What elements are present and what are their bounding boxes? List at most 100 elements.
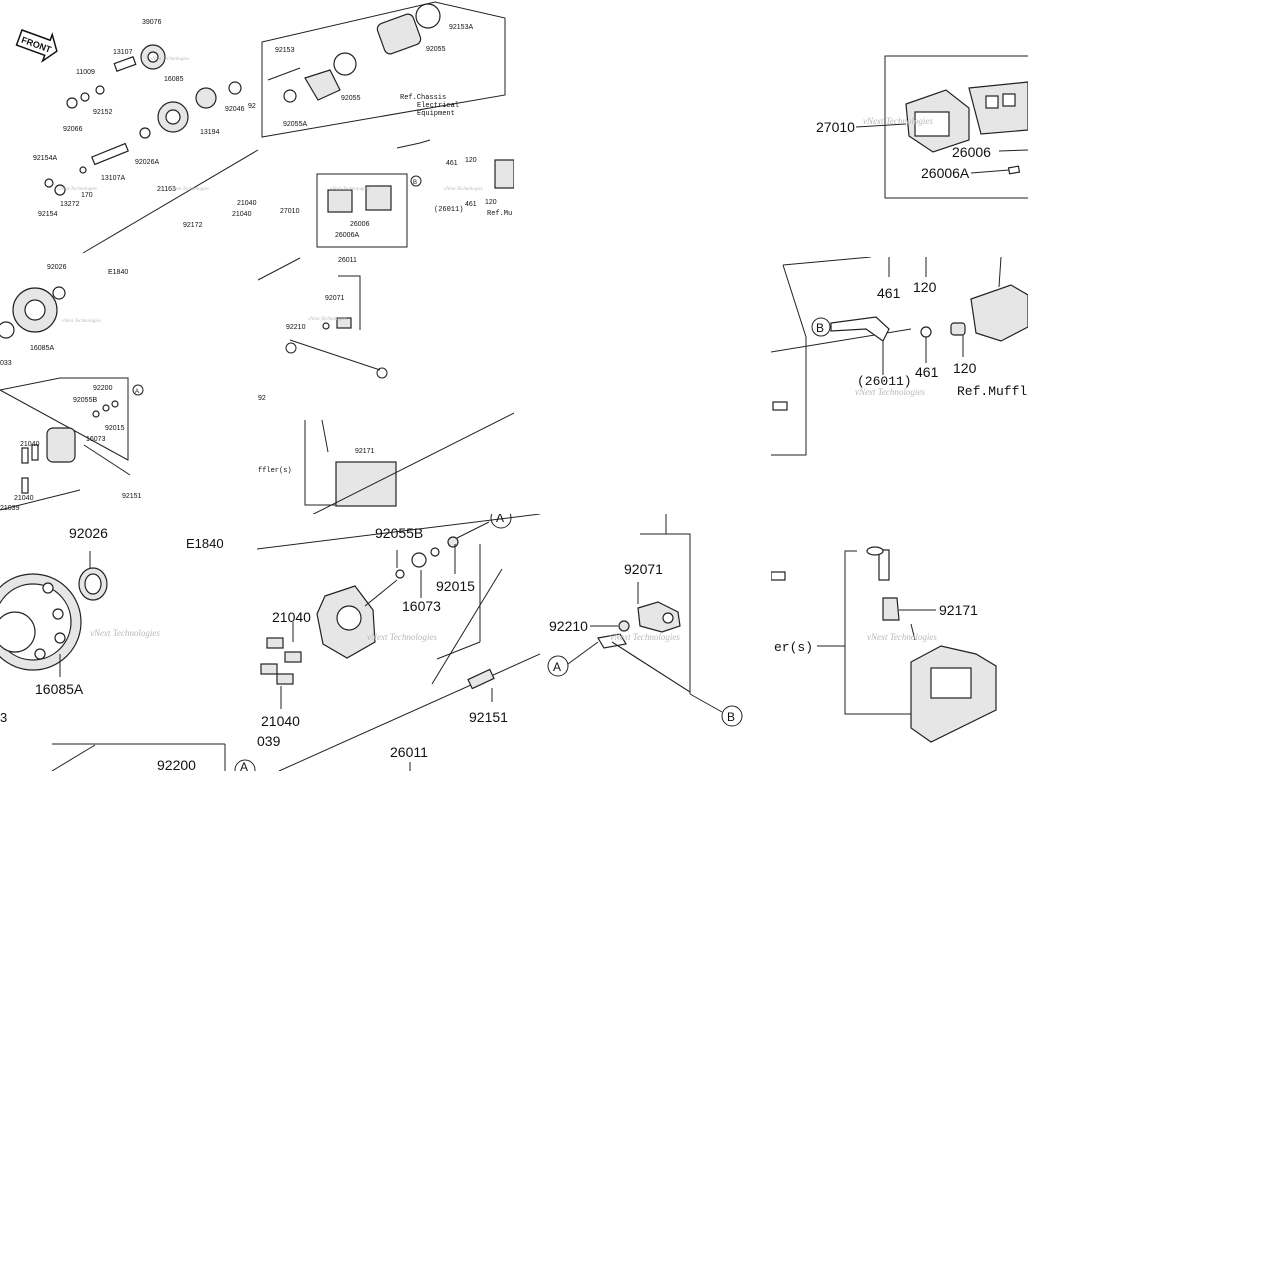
label-26011: 26011 — [390, 744, 428, 760]
label-27010: 27010 — [816, 119, 855, 135]
label-92153A: 92153A — [449, 24, 473, 31]
watermark: vNext Technologies — [855, 387, 925, 397]
bolt-120 — [950, 322, 966, 336]
label-92055: 92055 — [426, 46, 446, 53]
label-26006A: 26006A — [921, 165, 970, 181]
relay-block — [365, 185, 392, 211]
label-16085A: 16085A — [35, 681, 84, 697]
label-21040-d: 21040 — [14, 495, 34, 502]
muffler-bracket — [335, 461, 397, 507]
label-92200: 92200 — [157, 757, 196, 771]
label-461: 461 — [446, 160, 458, 167]
label-21040-c: 21040 — [20, 441, 40, 448]
label-461-b: 461 — [915, 364, 939, 380]
label-92055B: 92055B — [375, 525, 423, 541]
fitting-92071 — [336, 317, 352, 329]
label-21040-b: 21040 — [261, 713, 300, 729]
spring-21040 — [266, 637, 284, 649]
label-92071: 92071 — [325, 295, 345, 302]
o-ring-92055 — [333, 52, 357, 76]
label-ref-mu: Ref.Mu — [487, 210, 512, 218]
label-16085: 16085 — [164, 76, 184, 83]
label-13272: 13272 — [60, 201, 80, 208]
label-92151: 92151 — [469, 709, 508, 725]
label-13107A: 13107A — [101, 175, 125, 182]
overview-diagram: FRONT — [0, 0, 514, 514]
watermark: vNext Technologies — [367, 632, 437, 642]
label-92055-a: 92055 — [341, 95, 361, 102]
label-92171: 92171 — [939, 602, 978, 618]
label-92026: 92026 — [47, 264, 67, 271]
fitting-92071 — [637, 601, 681, 633]
label-26006: 26006 — [350, 221, 370, 228]
label-170: 170 — [81, 192, 93, 199]
label-92: 92 — [258, 395, 266, 402]
collar-16073 — [411, 552, 427, 568]
label-92071: 92071 — [624, 561, 663, 577]
label-92154: 92154 — [38, 211, 58, 218]
watermark: vNext Technologies — [330, 187, 369, 192]
muffler-part — [970, 284, 1028, 342]
label-muffler: ffler(s) — [258, 467, 292, 475]
watermark: vNext Technologies — [170, 187, 209, 192]
muffler-zoom-panel: 92171 er(s) vNext Technologies — [771, 514, 1028, 771]
label-26006: 26006 — [952, 144, 991, 160]
rod-zoom-panel: A B 92071 92210 vNext Technologies — [540, 514, 771, 771]
nut-clip — [882, 597, 900, 621]
label-13107: 13107 — [113, 49, 133, 56]
connector — [772, 401, 788, 411]
label-26011: (26011) — [857, 374, 912, 389]
label-electrical: Electrical — [417, 102, 459, 110]
starter-motor — [376, 13, 422, 55]
label-21040: 21040 — [237, 200, 257, 207]
cover-zoom-a-marker: A — [232, 757, 257, 771]
terminal-26006A — [1007, 165, 1021, 175]
gear-zoom-panel: 92026 E1840 16085A 3 92200 vNext Technol… — [0, 514, 257, 771]
washer-92015 — [447, 536, 459, 548]
relay-27010 — [327, 189, 353, 213]
muffler-part — [494, 159, 514, 189]
circle-b-marker — [410, 175, 422, 187]
label-13194: 13194 — [200, 129, 220, 136]
label-92055B: 92055B — [73, 397, 97, 404]
label-92151: 92151 — [122, 493, 142, 500]
circle-a-label: A — [496, 514, 504, 525]
washer-461 — [920, 326, 932, 338]
label-92152: 92152 — [93, 109, 113, 116]
label-92015: 92015 — [436, 578, 475, 594]
circle-a-marker — [490, 514, 512, 529]
shaft-13107 — [113, 56, 137, 72]
label-E1840: E1840 — [108, 269, 128, 276]
label-21163: 21163 — [157, 186, 176, 193]
connector — [771, 571, 786, 581]
label-120-b: 120 — [485, 199, 497, 206]
circle-b-marker — [376, 367, 388, 379]
label-92-b: 92 — [248, 103, 256, 110]
label-92015: 92015 — [105, 425, 125, 432]
bearing-13194 — [195, 87, 217, 109]
label-92210: 92210 — [286, 324, 306, 331]
label-26011: 26011 — [338, 257, 357, 264]
label-92055A: 92055A — [283, 121, 307, 128]
bracket-zoom-panel: B 461 120 461 120 (26011) Ref.Muffl vNex… — [771, 257, 1028, 457]
label-ref-muffler: Ref.Muffl — [957, 384, 1027, 399]
circle-b-marker — [811, 317, 831, 337]
svg-text:A: A — [135, 389, 139, 395]
label-E1840: E1840 — [186, 536, 224, 551]
circle-a-marker — [547, 655, 569, 677]
cover-zoom-panel: A 92055B 16073 92015 21040 21040 039 921… — [257, 514, 540, 771]
label-120: 120 — [465, 157, 477, 164]
watermark: vNext Technologies — [308, 317, 347, 322]
label-92153: 92153 — [275, 47, 295, 54]
label-3: 3 — [0, 710, 7, 725]
relay-zoom-panel: 27010 26006 26006A vNext Technologies — [771, 0, 1028, 257]
label-92210: 92210 — [549, 618, 588, 634]
svg-text:B: B — [413, 180, 417, 186]
watermark: vNext Technologies — [90, 628, 160, 638]
bolt-92171 — [878, 549, 890, 581]
starter-housing — [304, 69, 341, 101]
rod-end — [597, 633, 627, 649]
label-92026A: 92026A — [135, 159, 159, 166]
bearing-92046 — [228, 81, 242, 95]
watermark: vNext Technologies — [863, 116, 933, 126]
